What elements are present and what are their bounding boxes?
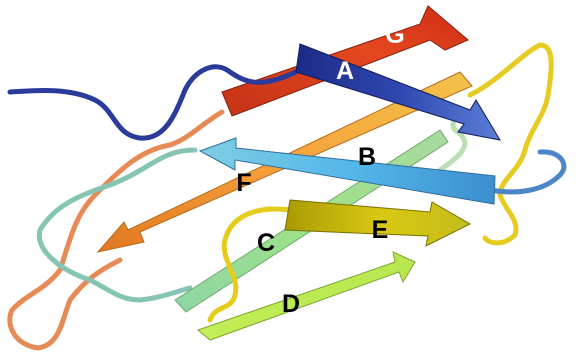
strand-label-F: F — [236, 169, 251, 197]
loop-blue-right — [487, 149, 567, 195]
strand-B — [198, 137, 496, 205]
n-terminus-coil — [7, 64, 303, 141]
strand-label-C: C — [257, 229, 275, 257]
strand-D — [196, 251, 416, 341]
loop-yellow-cd — [207, 206, 293, 323]
strand-label-B: B — [358, 143, 376, 171]
strand-label-G: G — [385, 21, 404, 49]
strand-label-D: D — [282, 290, 300, 318]
loop-teal-left — [36, 147, 198, 303]
loop-orange-left — [7, 109, 225, 351]
strand-label-E: E — [372, 216, 389, 244]
strand-E — [284, 199, 472, 247]
loop-yellow-right — [467, 42, 554, 246]
strand-A — [295, 43, 502, 141]
strand-label-A: A — [336, 57, 354, 85]
